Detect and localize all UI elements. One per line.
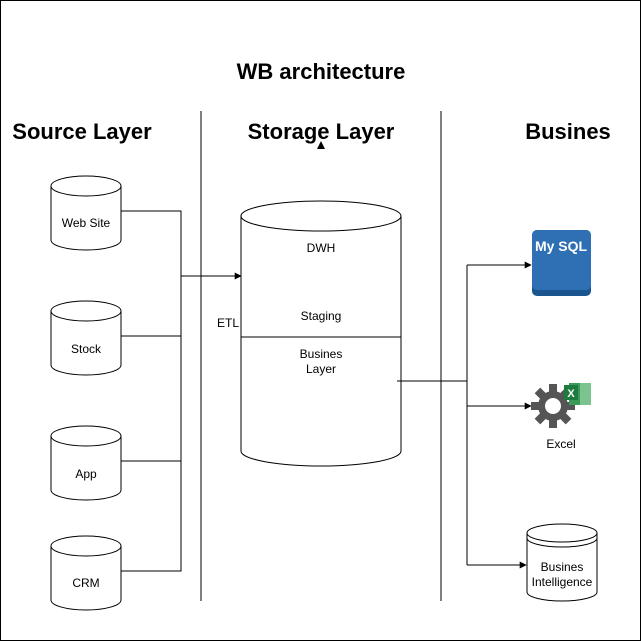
source-label-crm: CRM [72, 576, 100, 590]
bi-label-1: Busines [540, 560, 584, 574]
connector-web-site [121, 210, 182, 276]
excel-icon: X [531, 383, 591, 428]
warehouse-label-staging: Staging [300, 309, 342, 323]
bi-label-2: Intelligence [531, 575, 593, 589]
header-source-layer: Source Layer [12, 119, 152, 144]
mysql-label: My SQL [534, 238, 588, 254]
source-cylinder-app [50, 425, 122, 501]
etl-label: ETL [217, 316, 240, 330]
source-cylinder-crm [50, 535, 122, 611]
source-label-app: App [75, 467, 97, 481]
warehouse-cylinder [240, 200, 402, 467]
source-cylinder-stock [50, 300, 122, 376]
source-label-web-site: Web Site [61, 216, 111, 230]
connector-stock [121, 276, 182, 337]
source-label-stock: Stock [70, 342, 102, 356]
svg-text:X: X [567, 388, 575, 400]
connector-app [121, 276, 182, 462]
warehouse-label-business-1: Busines [299, 347, 343, 361]
warehouse-label-business-2: Layer [305, 362, 337, 376]
diagram-title: WB architecture [236, 59, 406, 84]
header-business-layer: Busines [525, 119, 611, 144]
connector-crm [121, 461, 182, 572]
mysql-icon [532, 230, 591, 296]
source-cylinder-web-site [50, 175, 122, 251]
small-arrow-icon [317, 141, 325, 149]
excel-label: Excel [546, 437, 576, 451]
warehouse-label-dwh: DWH [306, 241, 336, 255]
bi-cylinder [526, 523, 598, 602]
header-storage-layer: Storage Layer [247, 119, 395, 144]
